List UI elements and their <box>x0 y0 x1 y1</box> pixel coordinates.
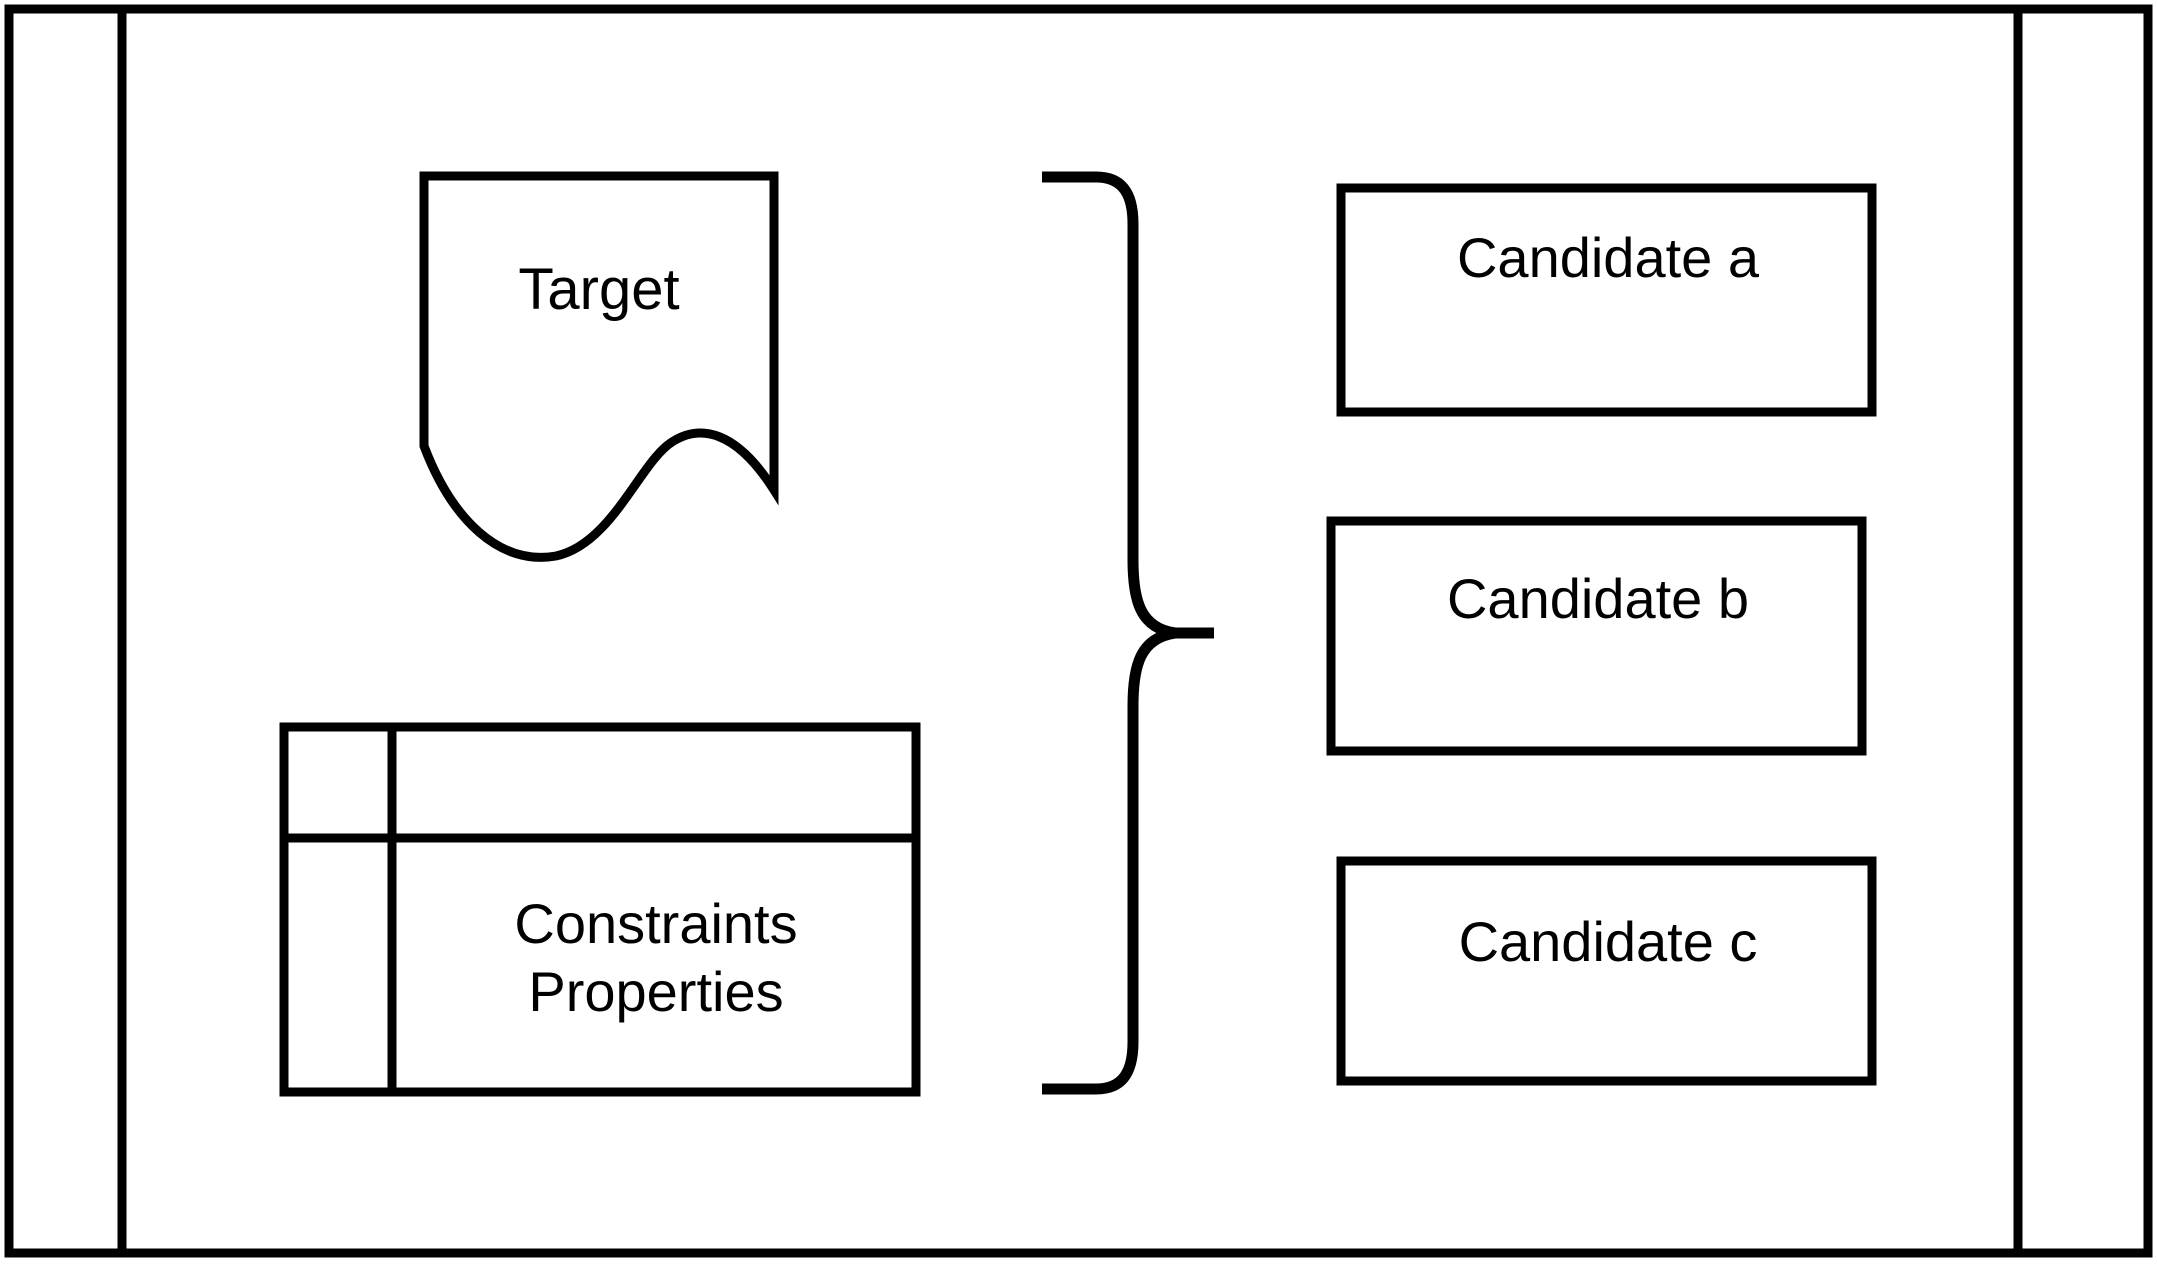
outer-frame-border <box>4 4 2153 1258</box>
constraints-table[interactable] <box>279 722 921 1097</box>
candidate-b-label: Candidate b <box>1446 567 1749 630</box>
outer-frame <box>4 4 2153 1258</box>
target-shape[interactable] <box>419 171 779 562</box>
curly-brace-path <box>1042 171 1181 1095</box>
curly-brace-icon <box>1042 171 1214 1095</box>
candidate-b-box[interactable] <box>1326 516 1867 756</box>
candidate-a-box[interactable] <box>1336 183 1877 417</box>
constraints-properties-label: Constraints Properties <box>514 892 798 1024</box>
candidate-c-label: Candidate c <box>1458 910 1758 973</box>
candidate-boxes <box>1326 183 1877 1086</box>
target-document-outline <box>419 171 779 562</box>
target-label: Target <box>518 257 680 322</box>
candidate-a-label: Candidate a <box>1456 226 1759 289</box>
candidate-c-box[interactable] <box>1336 856 1877 1086</box>
